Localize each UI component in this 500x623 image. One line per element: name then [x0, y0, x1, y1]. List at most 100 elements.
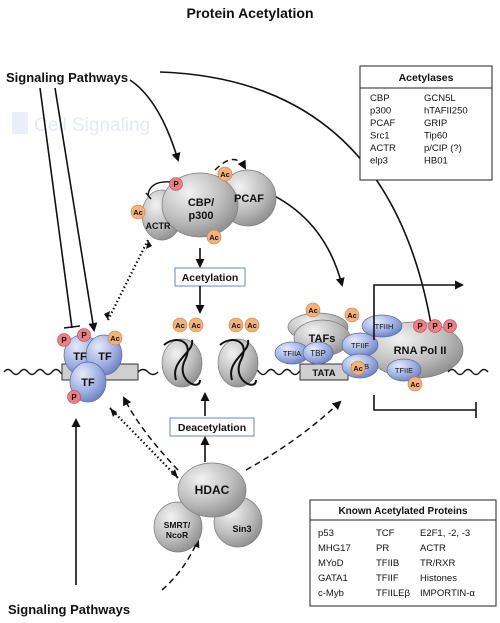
acetyl-badge: Ac — [244, 317, 260, 333]
acetylated-protein-item: TFIIF — [376, 573, 399, 584]
tf-label-2: TF — [98, 351, 112, 363]
arrow-signal-to-cbp — [129, 79, 181, 162]
acetylated-protein-item: MYoD — [318, 558, 344, 569]
dna-strand — [3, 368, 489, 376]
acetyl-badge-label: Ac — [308, 306, 318, 315]
cbp-p300-node — [161, 172, 239, 238]
acetyl-badge-label: Ac — [353, 364, 363, 373]
acetylation-label: Acetylation — [182, 272, 239, 284]
cbp-label: CBP/ — [188, 197, 214, 209]
rna-pol-label: RNA Pol II — [394, 345, 447, 357]
tfiih-node — [361, 314, 403, 338]
acetyl-badge-label: Ac — [220, 170, 230, 179]
nucleosome-2 — [217, 338, 259, 388]
actr-inhibit-line — [147, 181, 173, 196]
acetyl-badge: Ac — [407, 376, 423, 392]
hdac-complex: HDAC SMRT/ NcoR Sin3 — [153, 462, 263, 553]
acetylase-item: ACTR — [370, 143, 396, 154]
tbp-node — [302, 341, 334, 365]
tf-label-3: TF — [81, 377, 95, 389]
dashed-arrow-hdac-to-tf — [123, 396, 179, 471]
acetyl-badge: Ac — [305, 302, 321, 318]
acetyl-badge: Ac — [107, 330, 123, 346]
acetylase-item: p300 — [370, 106, 391, 117]
signaling-pathways-bottom: Signaling Pathways — [8, 602, 130, 617]
acetylase-item: GCN5L — [424, 93, 456, 104]
smrt-ncor-node — [153, 501, 203, 553]
acetylase-item: Src1 — [370, 131, 390, 142]
acetyl-badge: Ac — [228, 317, 244, 333]
phospho-badge: P — [413, 319, 427, 333]
phospho-badge: P — [77, 328, 91, 342]
ncor-label: NcoR — [166, 530, 188, 540]
phospho-badge-label: P — [173, 180, 179, 189]
dotted-link-cbp-tf — [107, 239, 149, 321]
acetylated-protein-item: E2F1, -2, -3 — [420, 528, 470, 539]
dashed-arrow-hdac-to-tata — [245, 400, 342, 471]
acetylases-title: Acetylases — [399, 72, 454, 84]
acetyl-badge: Ac — [188, 317, 204, 333]
phospho-badge: P — [67, 390, 81, 404]
cbp-pcaf-complex: ACTR CBP/ p300 PCAF — [141, 169, 277, 241]
tata-label: TATA — [312, 368, 335, 379]
acetyl-badge-label: Ac — [133, 208, 143, 217]
acetyl-badge-label: Ac — [110, 334, 120, 343]
acetylated-protein-item: IMPORTIN-α — [420, 588, 475, 599]
tbp-label: TBP — [310, 349, 326, 358]
acetyl-badge-label: Ac — [209, 233, 219, 242]
acetylase-item: p/CIP (?) — [424, 143, 462, 154]
acetylated-protein-item: TFIIB — [376, 558, 399, 569]
acetylase-item: elp3 — [370, 156, 388, 167]
acetylase-item: PCAF — [370, 118, 396, 129]
acetylase-item: CBP — [370, 93, 390, 104]
phospho-badge: P — [443, 319, 457, 333]
acetylated-protein-item: Histones — [420, 573, 457, 584]
tfiie-label: TFIIE — [395, 366, 413, 375]
acetyl-badge: Ac — [344, 307, 360, 323]
acetyl-badge: Ac — [217, 166, 233, 182]
dotted-link-tf-hdac — [109, 407, 179, 479]
phospho-badge: P — [169, 177, 183, 191]
acetylated-protein-item: TFIILEβ — [376, 588, 411, 599]
acetylated-protein-item: TR/RXR — [420, 558, 456, 569]
acetyl-badge: Ac — [130, 204, 146, 220]
acetylated-protein-item: TCF — [376, 528, 395, 539]
nucleosomes — [161, 338, 259, 388]
transcription-complex: TAFs TFIIA TBP RNA Pol II TFIIH TFIIF TF… — [274, 312, 464, 382]
watermark-text: Cell Signaling — [34, 115, 150, 136]
phospho-badge-label: P — [71, 393, 77, 402]
acetyl-badge: Ac — [206, 229, 222, 245]
p300-label: p300 — [188, 210, 213, 222]
acetylation-box — [174, 267, 246, 287]
phospho-badge-label: P — [81, 331, 87, 340]
dotted-link-heads — [104, 240, 152, 320]
acetylated-protein-item: GATA1 — [318, 573, 348, 584]
phospho-badge: P — [428, 319, 442, 333]
acetylated-protein-item: ACTR — [420, 543, 446, 554]
acetyl-badge-label: Ac — [175, 321, 185, 330]
acetylated-protein-item: PR — [376, 543, 389, 554]
deacetylation-box — [169, 417, 255, 437]
nucleosome-1 — [161, 338, 203, 388]
smrt-label: SMRT/ — [164, 520, 191, 530]
acetylated-protein-item: c-Myb — [318, 588, 344, 599]
tfiif-label: TFIIF — [351, 341, 369, 350]
inhibition-bar — [63, 325, 81, 329]
tfiih-label: TFIIH — [375, 322, 394, 331]
acetyl-badge-label: Ac — [231, 321, 241, 330]
dashed-arrow-cbp-pcaf — [214, 158, 246, 171]
tfiie-node — [386, 358, 422, 382]
acetylase-item: GRIP — [424, 118, 447, 129]
signaling-pathways-top: Signaling Pathways — [6, 70, 128, 85]
phospho-badge-label: P — [61, 336, 67, 345]
phospho-badge-label: P — [432, 322, 438, 331]
acetyl-badge-label: Ac — [191, 321, 201, 330]
inhibition-line-tf — [39, 87, 73, 329]
dna-wrap-2 — [219, 339, 257, 386]
page-title: Protein Acetylation — [186, 5, 313, 21]
dna-wrap-1 — [163, 339, 201, 386]
acetylase-item: HB01 — [424, 156, 448, 167]
